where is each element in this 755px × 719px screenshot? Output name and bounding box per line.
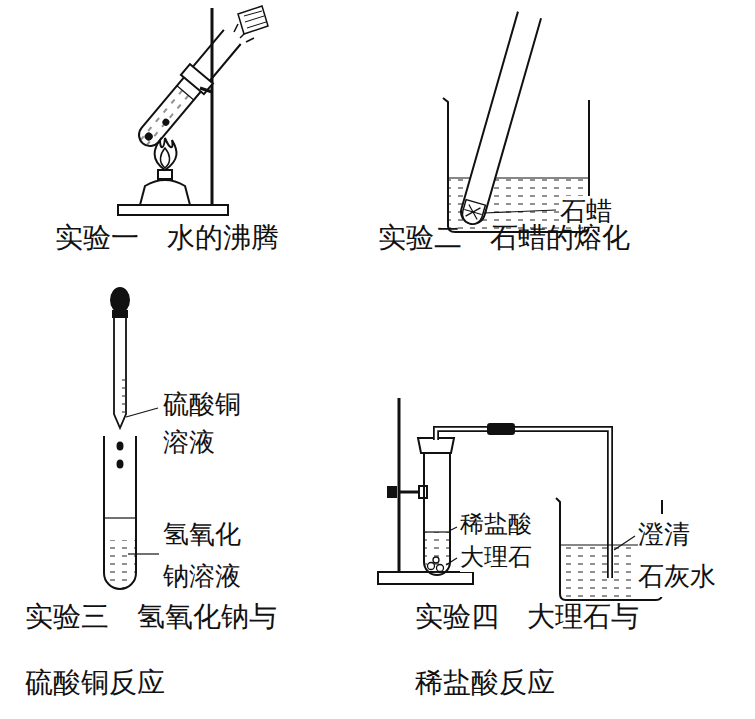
boiling-setup [118, 6, 268, 215]
paper-card [238, 6, 268, 34]
leader-line [614, 536, 635, 550]
tube-liquid [104, 540, 136, 589]
stopper [418, 438, 454, 453]
marble [428, 563, 435, 570]
experiment-caption: 实验三 氢氧化钠与 硫酸铜反应 [25, 584, 280, 716]
leader-line [449, 527, 457, 531]
leader-line [446, 558, 457, 565]
clamp-arm [200, 88, 212, 92]
card-hatch [245, 16, 264, 22]
dropper-tube [114, 317, 126, 428]
experiment-caption: 实验一 水的沸腾 [55, 220, 279, 256]
drop [118, 443, 123, 450]
alcohol-lamp [140, 180, 190, 205]
bubble [144, 132, 152, 140]
stand-base [118, 205, 228, 215]
lamp-neck [158, 170, 172, 179]
part-label: 大理石 [460, 543, 532, 572]
stand-base [378, 572, 473, 584]
part-label: 硫酸铜 溶液 [163, 386, 242, 461]
acid [425, 532, 449, 574]
stand-rod [398, 398, 401, 572]
dropper-collar [113, 311, 127, 317]
experiment-caption: 实验二 石蜡的熔化 [378, 220, 630, 256]
stand-rod [211, 8, 214, 205]
test-tube [458, 12, 541, 227]
tube-wall [135, 30, 241, 151]
part-label: 氢氧化 钠溶液 [163, 514, 242, 597]
clamp-screw [388, 487, 396, 497]
card-hatch [247, 22, 266, 28]
card-hatch [244, 11, 262, 16]
marble [433, 557, 439, 563]
steam-line [234, 24, 238, 32]
part-label: 稀盐酸 [460, 510, 532, 539]
water [135, 86, 194, 151]
leader-line [484, 210, 556, 213]
inner-flame [160, 148, 169, 168]
test-tube [424, 452, 450, 575]
drop [118, 461, 123, 468]
acid-level [424, 531, 450, 532]
liquid-level [104, 517, 136, 518]
gas-setup [378, 398, 662, 600]
tube-clamp [181, 64, 213, 94]
marble [437, 565, 444, 572]
leader-line [128, 553, 159, 554]
test-tube [131, 27, 243, 153]
dropper-liquid [115, 378, 125, 416]
steam-line [246, 38, 254, 42]
test-tube [104, 436, 136, 589]
dropper-setup [104, 288, 159, 589]
dropper-bulb [111, 288, 129, 312]
rubber-joint [488, 424, 514, 434]
part-label: 澄清 石灰水 [638, 514, 717, 597]
tube-wall [458, 12, 541, 227]
experiment-caption: 实验四 大理石与 稀盐酸反应 [415, 584, 642, 716]
leader-line [126, 408, 158, 417]
water-level [177, 86, 194, 100]
bubble [162, 119, 169, 126]
wax-hatch [464, 210, 481, 215]
